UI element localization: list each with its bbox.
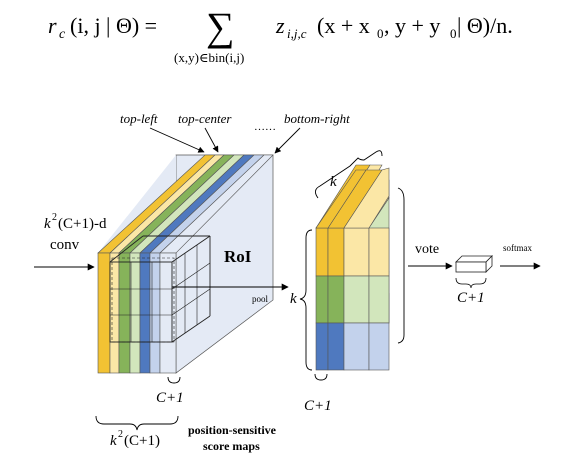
formula-rhs-sub: i,j,c (287, 26, 307, 41)
formula-lhs-args: (i, j | Θ) = (70, 13, 157, 38)
strip-back (159, 252, 177, 374)
roi-box (109, 235, 211, 343)
k2-k: k (110, 433, 117, 449)
softmax-label: softmax (503, 243, 532, 253)
formula-x0-sub: 0 (377, 26, 384, 41)
c1-grid-label: C+1 (304, 398, 332, 414)
formula-sum-range: (x,y)∈bin(i,j) (174, 50, 244, 65)
formula-lhs-sub: c (59, 27, 66, 42)
k-side-label: k (290, 291, 297, 307)
arrow-top-center (204, 127, 219, 153)
c1-stack-label: C+1 (156, 390, 184, 406)
label-top-center: top-center (178, 111, 232, 126)
conv-exp: 2 (52, 212, 57, 223)
strip-green-2 (129, 252, 141, 374)
label-dots: …… (254, 121, 276, 133)
pooled-grid-front (315, 167, 390, 371)
arrow-top-left (149, 127, 205, 153)
pool-label: pool (252, 294, 269, 304)
k-top-label: k (330, 174, 337, 190)
formula: r c (i, j | Θ) = ∑ (x,y)∈bin(i,j) z i,j,… (48, 4, 513, 65)
label-top-left: top-left (120, 111, 158, 126)
c1-stack-brace (167, 376, 181, 384)
strip-blue-2 (149, 252, 161, 374)
strip-green-1 (118, 252, 131, 374)
roi-label: RoI (224, 247, 252, 266)
psm-line1: position-sensitive (188, 423, 277, 437)
conv-rest: (C+1)-d (58, 216, 107, 232)
score-map-stack (97, 154, 274, 374)
k2-label: k 2 (C+1) (110, 429, 160, 449)
conv-word: conv (50, 237, 80, 253)
conv-k: k (44, 216, 51, 232)
formula-rhs-args: (x + x (317, 13, 370, 38)
strip-yellow-1 (97, 252, 111, 374)
formula-sum: ∑ (206, 4, 235, 49)
vote-label: vote (415, 242, 439, 257)
k2-brace (95, 415, 179, 431)
arrow-bottom-right (274, 127, 301, 154)
formula-rhs: z (275, 13, 285, 38)
k-side-brace (299, 229, 313, 371)
conv-label: k 2 (C+1)-d conv (44, 212, 107, 253)
label-bottom-right: bottom-right (284, 111, 350, 126)
formula-rhs-end: | Θ)/n. (457, 13, 513, 38)
psm-line2: score maps (203, 439, 260, 453)
c1-grid-brace (314, 373, 328, 381)
output-vector (455, 255, 493, 273)
k2-rest: (C+1) (124, 433, 160, 449)
formula-y0-sub: 0 (450, 26, 457, 41)
strip-yellow-2 (109, 252, 120, 374)
vote-brace (397, 187, 405, 344)
k-top-brace (315, 150, 383, 199)
k2-exp: 2 (118, 429, 123, 440)
roi-front (109, 261, 173, 343)
formula-rhs-mid: , y + y (384, 13, 440, 38)
strip-blue-1 (139, 252, 151, 374)
c1-out-label: C+1 (457, 290, 485, 306)
c1-out-brace (455, 277, 487, 289)
formula-lhs: r (48, 13, 57, 38)
